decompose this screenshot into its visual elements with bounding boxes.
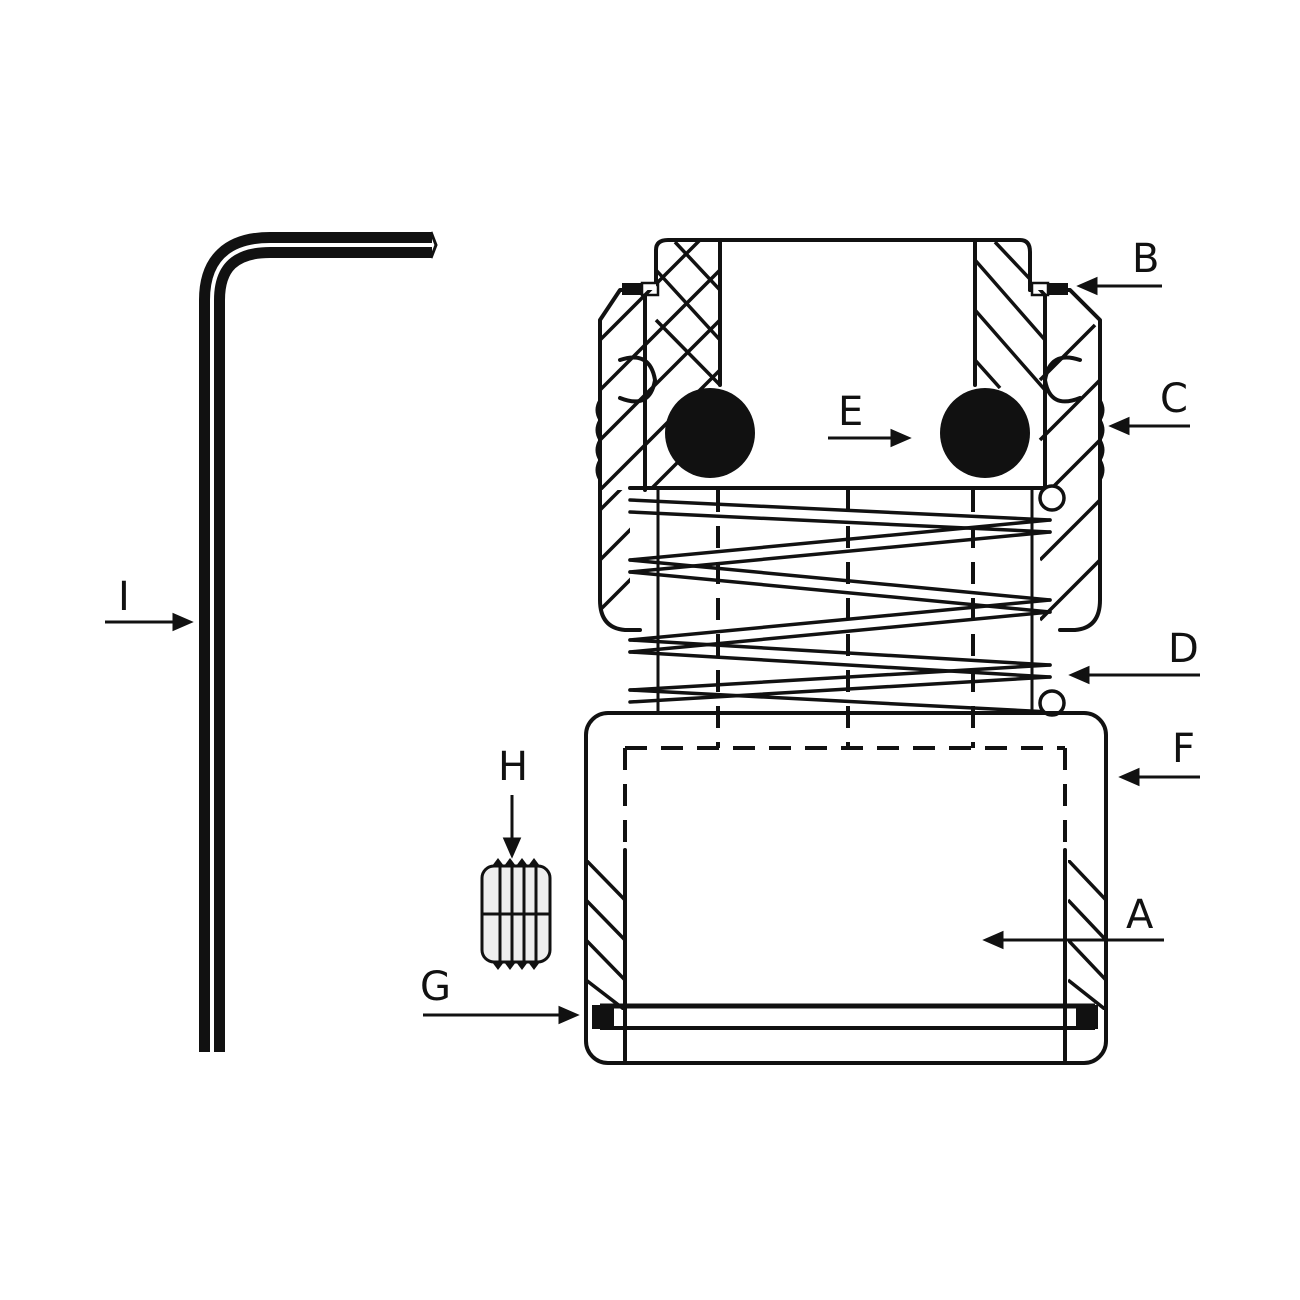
bottom-sleeve — [584, 711, 1108, 1065]
outer-collar — [595, 238, 1105, 632]
label-d: D — [1168, 626, 1199, 672]
hex-key-icon — [199, 231, 438, 1052]
set-screw-icon — [480, 858, 552, 970]
label-e: E — [838, 389, 863, 435]
ball-bearing-right — [940, 388, 1030, 478]
label-h: H — [498, 744, 528, 790]
label-f: F — [1172, 726, 1195, 772]
label-i: I — [118, 574, 130, 620]
label-g: G — [420, 964, 451, 1010]
label-b: B — [1132, 236, 1159, 282]
label-c: C — [1160, 376, 1188, 422]
label-a: A — [1126, 892, 1154, 938]
coil-spring — [628, 484, 1066, 748]
leader-arrows — [105, 276, 1200, 1025]
ball-bearing-left — [665, 388, 755, 478]
